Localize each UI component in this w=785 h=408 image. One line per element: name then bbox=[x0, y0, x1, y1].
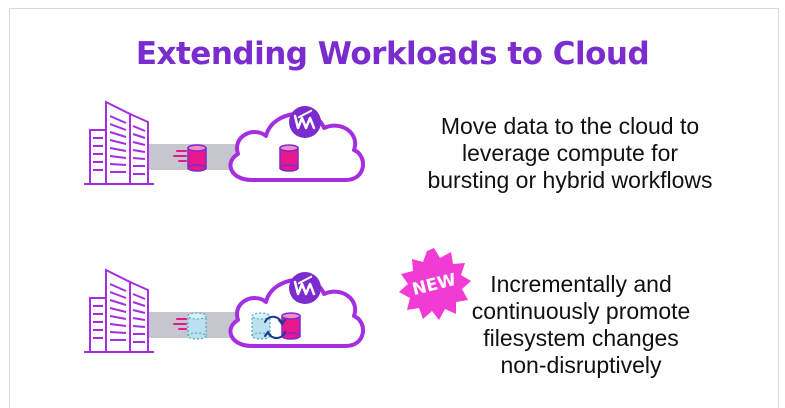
caption-line: Move data to the cloud to bbox=[440, 113, 700, 139]
caption-line: bursting or hybrid workflows bbox=[427, 167, 713, 193]
data-cylinder-icon bbox=[187, 144, 207, 172]
motion-lines-icon bbox=[173, 318, 187, 330]
diagram-move-to-cloud bbox=[84, 92, 365, 192]
diagram-incremental-promote bbox=[84, 252, 365, 353]
ghost-cylinder-icon bbox=[187, 312, 207, 340]
caption-line: continuously promote bbox=[471, 298, 691, 324]
ghost-cylinder-icon bbox=[251, 312, 271, 340]
caption-line: non-disruptively bbox=[500, 352, 662, 378]
weka-logo-icon bbox=[289, 106, 321, 138]
caption-move-to-cloud: Move data to the cloud to leverage compu… bbox=[414, 113, 726, 194]
data-cylinder-icon bbox=[281, 312, 301, 340]
caption-incremental-promote: Incrementally and continuously promote f… bbox=[446, 271, 716, 379]
caption-line: filesystem changes bbox=[483, 325, 679, 351]
weka-logo-icon bbox=[289, 272, 321, 304]
burst-shape bbox=[399, 248, 471, 320]
motion-lines-icon bbox=[173, 150, 187, 162]
sync-arrows-icon bbox=[264, 315, 286, 339]
building-icon bbox=[84, 268, 154, 353]
data-cylinder-icon bbox=[279, 144, 299, 172]
new-burst-badge: NEW bbox=[396, 246, 472, 322]
building-icon bbox=[84, 100, 154, 185]
caption-line: Incrementally and bbox=[490, 271, 672, 297]
slide-title: Extending Workloads to Cloud bbox=[135, 36, 650, 72]
caption-line: leverage compute for bbox=[461, 140, 679, 166]
